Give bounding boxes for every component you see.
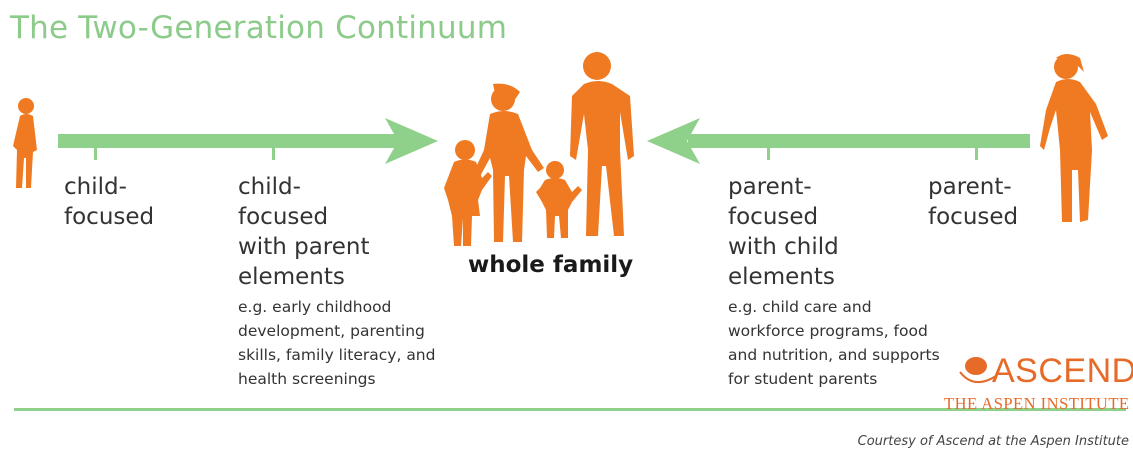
stage-child-focused-with-parent-examples: e.g. early childhood development, parent…: [238, 295, 435, 391]
example-line: workforce programs, food: [728, 322, 928, 340]
aspen-institute-logo-text: THE ASPEN INSTITUTE: [944, 394, 1130, 413]
example-line: e.g. early childhood: [238, 298, 392, 316]
label-line: parent-: [728, 174, 812, 200]
tick-parent-focused: [975, 146, 978, 160]
stage-parent-focused-with-child-label: parent- focused with child elements: [728, 172, 839, 292]
tick-parent-focused-with-child: [767, 146, 770, 160]
label-line: focused: [928, 204, 1019, 230]
stage-child-focused-with-parent-label: child- focused with parent elements: [238, 172, 370, 292]
label-line: child-: [64, 174, 127, 200]
tick-child-focused-with-parent: [272, 146, 275, 160]
label-line: elements: [238, 264, 345, 290]
family-silhouette-icon: [444, 52, 634, 246]
label-line: with parent: [238, 234, 370, 260]
left-arrow: [58, 118, 438, 164]
label-line: elements: [728, 264, 835, 290]
whole-family-label: whole family: [468, 252, 634, 278]
label-line: focused: [64, 204, 155, 230]
example-line: health screenings: [238, 370, 376, 388]
stage-child-focused-label: child- focused: [64, 172, 154, 232]
label-line: focused: [238, 204, 329, 230]
parent-silhouette-icon: [1040, 54, 1108, 222]
example-line: and nutrition, and supports: [728, 346, 940, 364]
example-line: development, parenting: [238, 322, 425, 340]
tick-child-focused: [94, 146, 97, 160]
arrow-ticks: [94, 146, 978, 160]
credit-line: Courtesy of Ascend at the Aspen Institut…: [857, 434, 1129, 449]
example-line: for student parents: [728, 370, 878, 388]
bottom-rule: [14, 408, 1126, 411]
stage-parent-focused-with-child-examples: e.g. child care and workforce programs, …: [728, 295, 940, 391]
label-line: child-: [238, 174, 301, 200]
label-line: parent-: [928, 174, 1012, 200]
label-line: with child: [728, 234, 839, 260]
child-silhouette-icon: [13, 98, 37, 188]
example-line: skills, family literacy, and: [238, 346, 436, 364]
stage-parent-focused-label: parent- focused: [928, 172, 1018, 232]
ascend-logo-icon: [959, 357, 997, 383]
right-arrow: [647, 118, 1030, 164]
example-line: e.g. child care and: [728, 298, 872, 316]
label-line: focused: [728, 204, 819, 230]
ascend-logo-text: ASCEND: [992, 352, 1133, 390]
diagram-title: The Two-Generation Continuum: [10, 10, 508, 46]
